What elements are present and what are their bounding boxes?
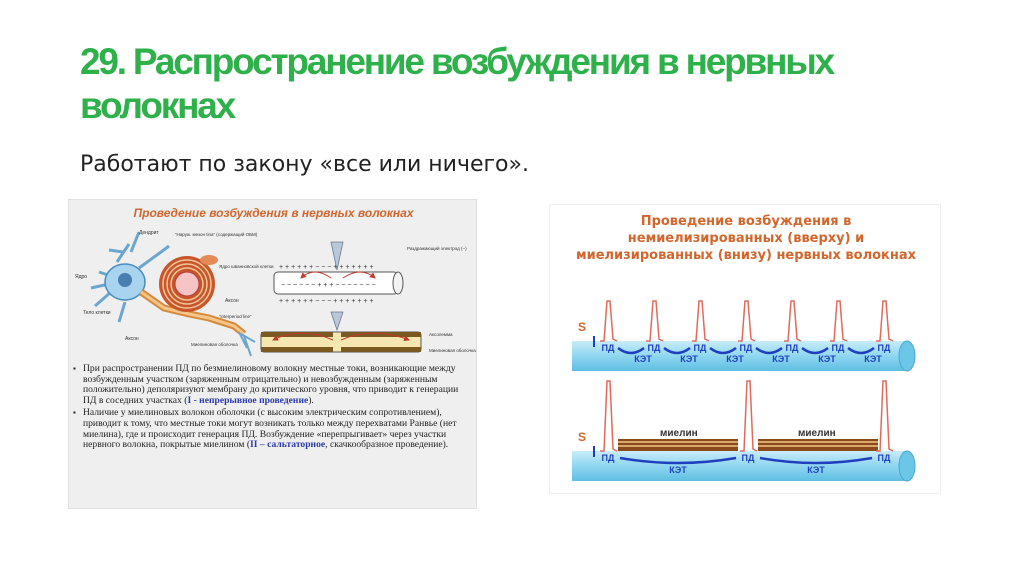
label-axolemma: Аксолемма: [429, 332, 453, 337]
text-paragraph-saltatory: Наличие у миелиновых волокон оболочки (с…: [73, 408, 473, 450]
ket-label: КЭТ: [680, 354, 698, 364]
ket-current-arc: [755, 346, 783, 355]
label-internode: “interperiod line”: [219, 314, 252, 319]
ap-label: ПД: [878, 343, 891, 353]
ap-spike: [600, 300, 618, 342]
ap-spike: [876, 300, 894, 342]
ap-label: ПД: [740, 343, 753, 353]
svg-text:+ + + + + + − − − + + + + + +: + + + + + + − − − + + + + + + +: [279, 264, 374, 271]
ket-current-arc: [709, 346, 737, 355]
stimulus-label-bottom: S: [578, 430, 586, 444]
bottom-ap-labels: ПД ПД ПД: [602, 453, 891, 463]
ap-label: ПД: [602, 453, 615, 463]
stimulus-label-top: S: [578, 320, 586, 334]
ket-label: КЭТ: [634, 354, 652, 364]
ket-current-arc: [759, 456, 873, 465]
text-paragraph-continuous: При распространении ПД по безмиелиновому…: [73, 363, 473, 406]
ket-current-arc: [847, 346, 875, 355]
bottom-ap-spikes: [600, 380, 894, 452]
top-ap-spikes: [600, 300, 894, 342]
label-mesaxon: “Наруж. мезон tina” (содержащий ОБМ): [175, 231, 258, 237]
svg-text:− − − − − − + + + − − − − − −: − − − − − − + + + − − − − − − −: [281, 282, 376, 289]
ap-spike: [646, 300, 664, 342]
label-dendrite: Дендрит: [139, 230, 159, 236]
ap-label: ПД: [742, 453, 755, 463]
svg-text:+ + + + + + − − − + + + + + +: + + + + + + − − − + + + + + + +: [279, 298, 374, 305]
label-stim-electrode: Раздражающий электрод (−): [407, 245, 467, 251]
ap-spike: [876, 380, 894, 452]
label-nucleus: Ядро: [75, 274, 87, 280]
label-myelin-sheath: Миелиновая оболочка: [191, 342, 238, 347]
myelin-cross-section: [159, 255, 218, 312]
neuron-illustration: Дендрит Ядро Тело клетки Аксон “Наруж. м…: [75, 230, 476, 357]
bottom-ket-labels: КЭТ КЭТ: [619, 456, 873, 475]
ket-current-arc: [619, 456, 737, 465]
label-schwann-nucleus: Ядро шванновской клетки: [219, 263, 274, 269]
label-cell-body: Тело клетки: [83, 310, 111, 316]
ap-label: ПД: [648, 343, 661, 353]
myelin-label-1: миелин: [660, 428, 698, 439]
right-figure: Проведение возбуждения в немиелизированн…: [549, 204, 941, 494]
ap-spike: [740, 380, 758, 452]
ap-label: ПД: [786, 343, 799, 353]
myelinated-fiber: [572, 439, 916, 482]
ket-current-arc: [801, 346, 829, 355]
top-ap-labels: ПД ПД ПД ПД ПД ПД ПД: [602, 343, 891, 353]
label-axon-bottom: Аксон: [125, 336, 139, 342]
ket-label: КЭТ: [726, 354, 744, 364]
ket-label: КЭТ: [807, 465, 825, 475]
top-ket-labels: КЭТ КЭТ КЭТ КЭТ КЭТ КЭТ: [617, 346, 882, 364]
ket-label: КЭТ: [669, 465, 687, 475]
ap-spike: [600, 380, 618, 452]
slide-title: 29. Распространение возбуждения в нервны…: [80, 41, 835, 126]
left-figure-text: При распространении ПД по безмиелиновому…: [73, 363, 473, 453]
left-figure-heading: Проведение возбуждения в нервных волокна…: [133, 206, 414, 220]
slide-subtitle: Работают по закону «все или ничего».: [80, 152, 529, 177]
ap-spike: [692, 300, 710, 342]
myelinated-fiber-diagram: [260, 311, 422, 353]
ap-spike: [830, 300, 848, 342]
ket-label: КЭТ: [772, 354, 790, 364]
ket-current-arc: [663, 346, 691, 355]
unmyelinated-fiber: [572, 340, 916, 372]
ap-label: ПД: [602, 343, 615, 353]
ap-label: ПД: [832, 343, 845, 353]
ap-spike: [784, 300, 802, 342]
left-figure: Проведение возбуждения в нервных волокна…: [68, 199, 477, 509]
ap-label: ПД: [878, 453, 891, 463]
ket-current-arc: [617, 346, 645, 355]
ket-label: КЭТ: [864, 354, 882, 364]
conduction-diagram: S ПД ПД ПД ПД ПД ПД ПД КЭТ КЭТ КЭТ КЭТ КЭТ КЭТ миел…: [572, 300, 916, 482]
ap-spike: [738, 300, 756, 342]
label-axon-mid: Аксон: [225, 298, 239, 304]
ket-label: КЭТ: [818, 354, 836, 364]
neuron-cell-body: [90, 231, 256, 357]
unmyelinated-fiber-diagram: + + + + + + − − − + + + + + + + + + + + …: [273, 241, 404, 305]
label-myelin: Миелиновая оболочка: [429, 348, 476, 353]
right-figure-heading: Проведение возбуждения в немиелизированн…: [575, 214, 917, 263]
myelin-label-2: миелин: [798, 428, 836, 439]
ap-label: ПД: [694, 343, 707, 353]
